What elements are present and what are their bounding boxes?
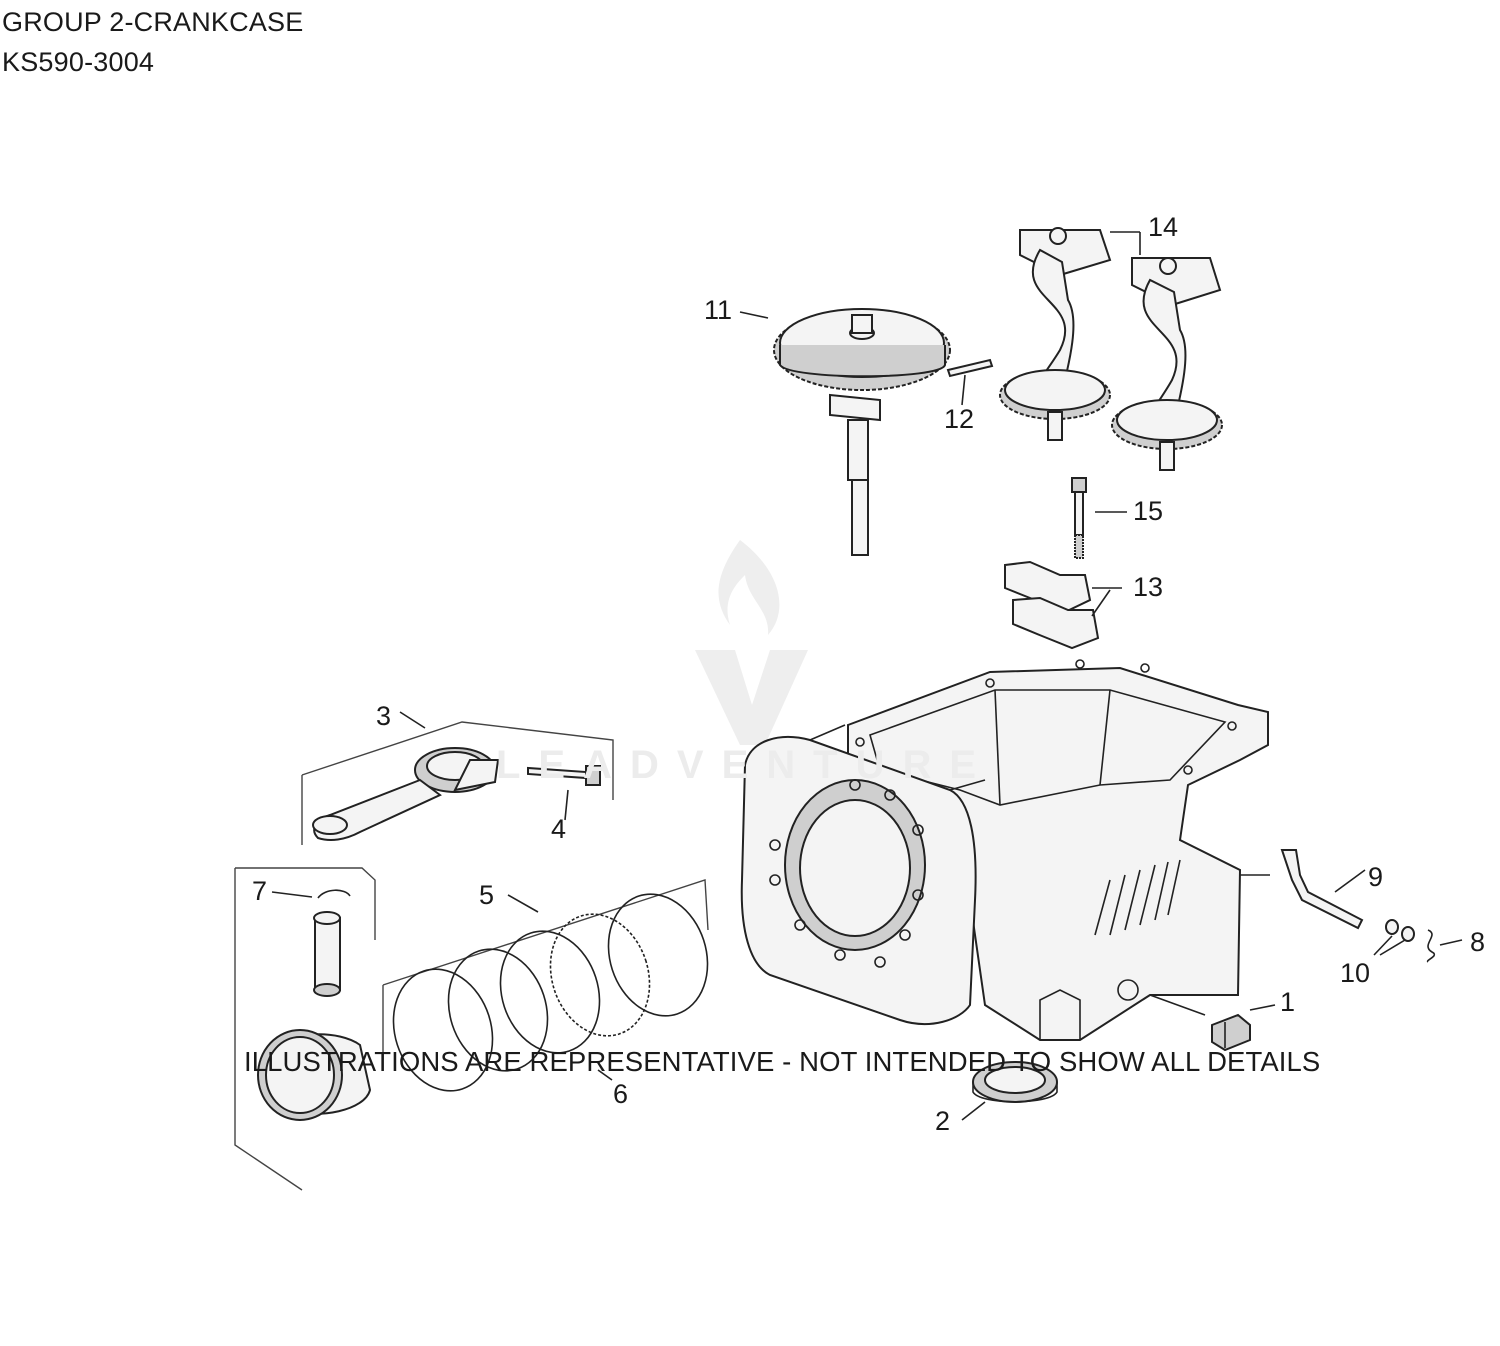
callout-11: 11 — [704, 295, 733, 325]
callout-2: 2 — [935, 1106, 951, 1136]
flame-logo-watermark — [695, 540, 808, 745]
part-14-balance-shafts — [999, 227, 1223, 471]
part-1-drain-plug — [1211, 1013, 1251, 1052]
callout-10: 10 — [1340, 958, 1371, 988]
part-8-clip — [1426, 929, 1436, 963]
watermark-text: LEADVENTURE — [496, 743, 995, 787]
part-2-oil-seal — [972, 1061, 1058, 1103]
callout-leader-lines — [271, 231, 1463, 1121]
part-12-dowel-pin — [946, 358, 994, 378]
diagram-model-code: KS590-3004 — [2, 47, 155, 77]
callout-5: 5 — [479, 880, 495, 910]
disclaimer-footer: ILLUSTRATIONS ARE REPRESENTATIVE - NOT I… — [244, 1046, 1321, 1077]
callout-1: 1 — [1280, 987, 1296, 1017]
part-10-washers — [1385, 919, 1415, 942]
crankcase-block — [740, 659, 1270, 1041]
callout-15: 15 — [1133, 496, 1164, 526]
callout-8: 8 — [1470, 927, 1486, 957]
callout-9: 9 — [1368, 862, 1384, 892]
callout-6: 6 — [613, 1079, 629, 1109]
part-9-oil-fill-tube — [1280, 849, 1364, 930]
callout-12: 12 — [944, 404, 975, 434]
callout-13: 13 — [1133, 572, 1164, 602]
part-15-long-bolt — [1071, 477, 1087, 559]
part-13-retaining-brackets — [1004, 560, 1100, 650]
callout-4: 4 — [551, 814, 567, 844]
part-3-connecting-rod-kit — [301, 721, 614, 845]
part-11-crank-gear-shaft — [773, 308, 951, 556]
piston — [257, 1029, 372, 1121]
diagram-group-title: GROUP 2-CRANKCASE — [2, 7, 304, 37]
callout-7: 7 — [252, 876, 268, 906]
callout-3: 3 — [376, 701, 392, 731]
part-5-6-piston-rings — [392, 893, 709, 1092]
part-7-piston-pin-and-clip — [313, 889, 351, 997]
callout-14: 14 — [1148, 212, 1179, 242]
piston-assembly-box — [234, 867, 709, 1191]
part-4-rod-bolt — [527, 765, 601, 786]
